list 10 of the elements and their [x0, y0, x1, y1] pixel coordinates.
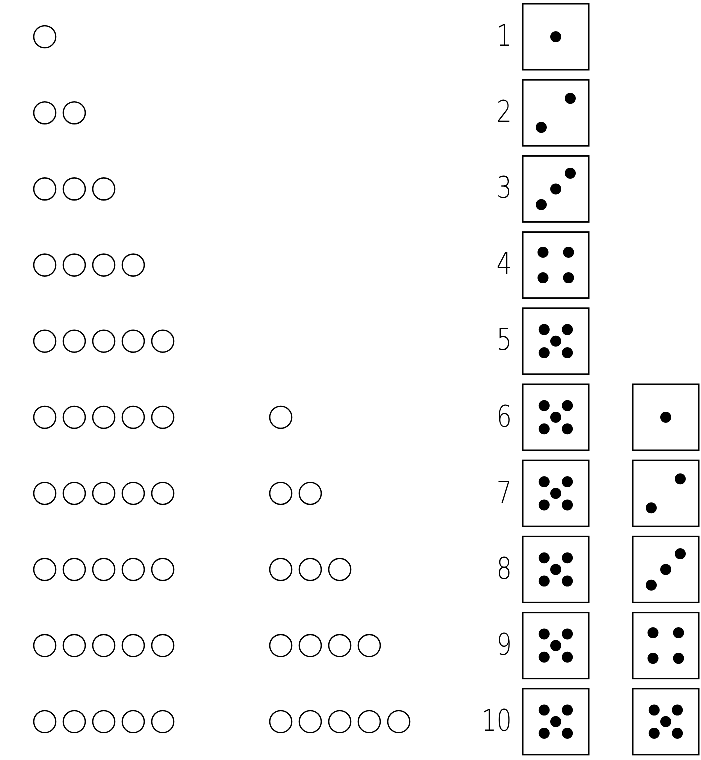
- row-number: 8: [496, 552, 512, 587]
- row-number: 9: [496, 628, 512, 663]
- row-number: 6: [496, 400, 512, 434]
- row-number: 4: [496, 248, 512, 282]
- row-number: 7: [496, 476, 512, 511]
- row-number: 5: [496, 324, 512, 358]
- row-number: 3: [496, 172, 512, 206]
- row-number: 10: [480, 704, 512, 739]
- row-number: 1: [496, 20, 512, 54]
- row-number: 2: [496, 96, 512, 130]
